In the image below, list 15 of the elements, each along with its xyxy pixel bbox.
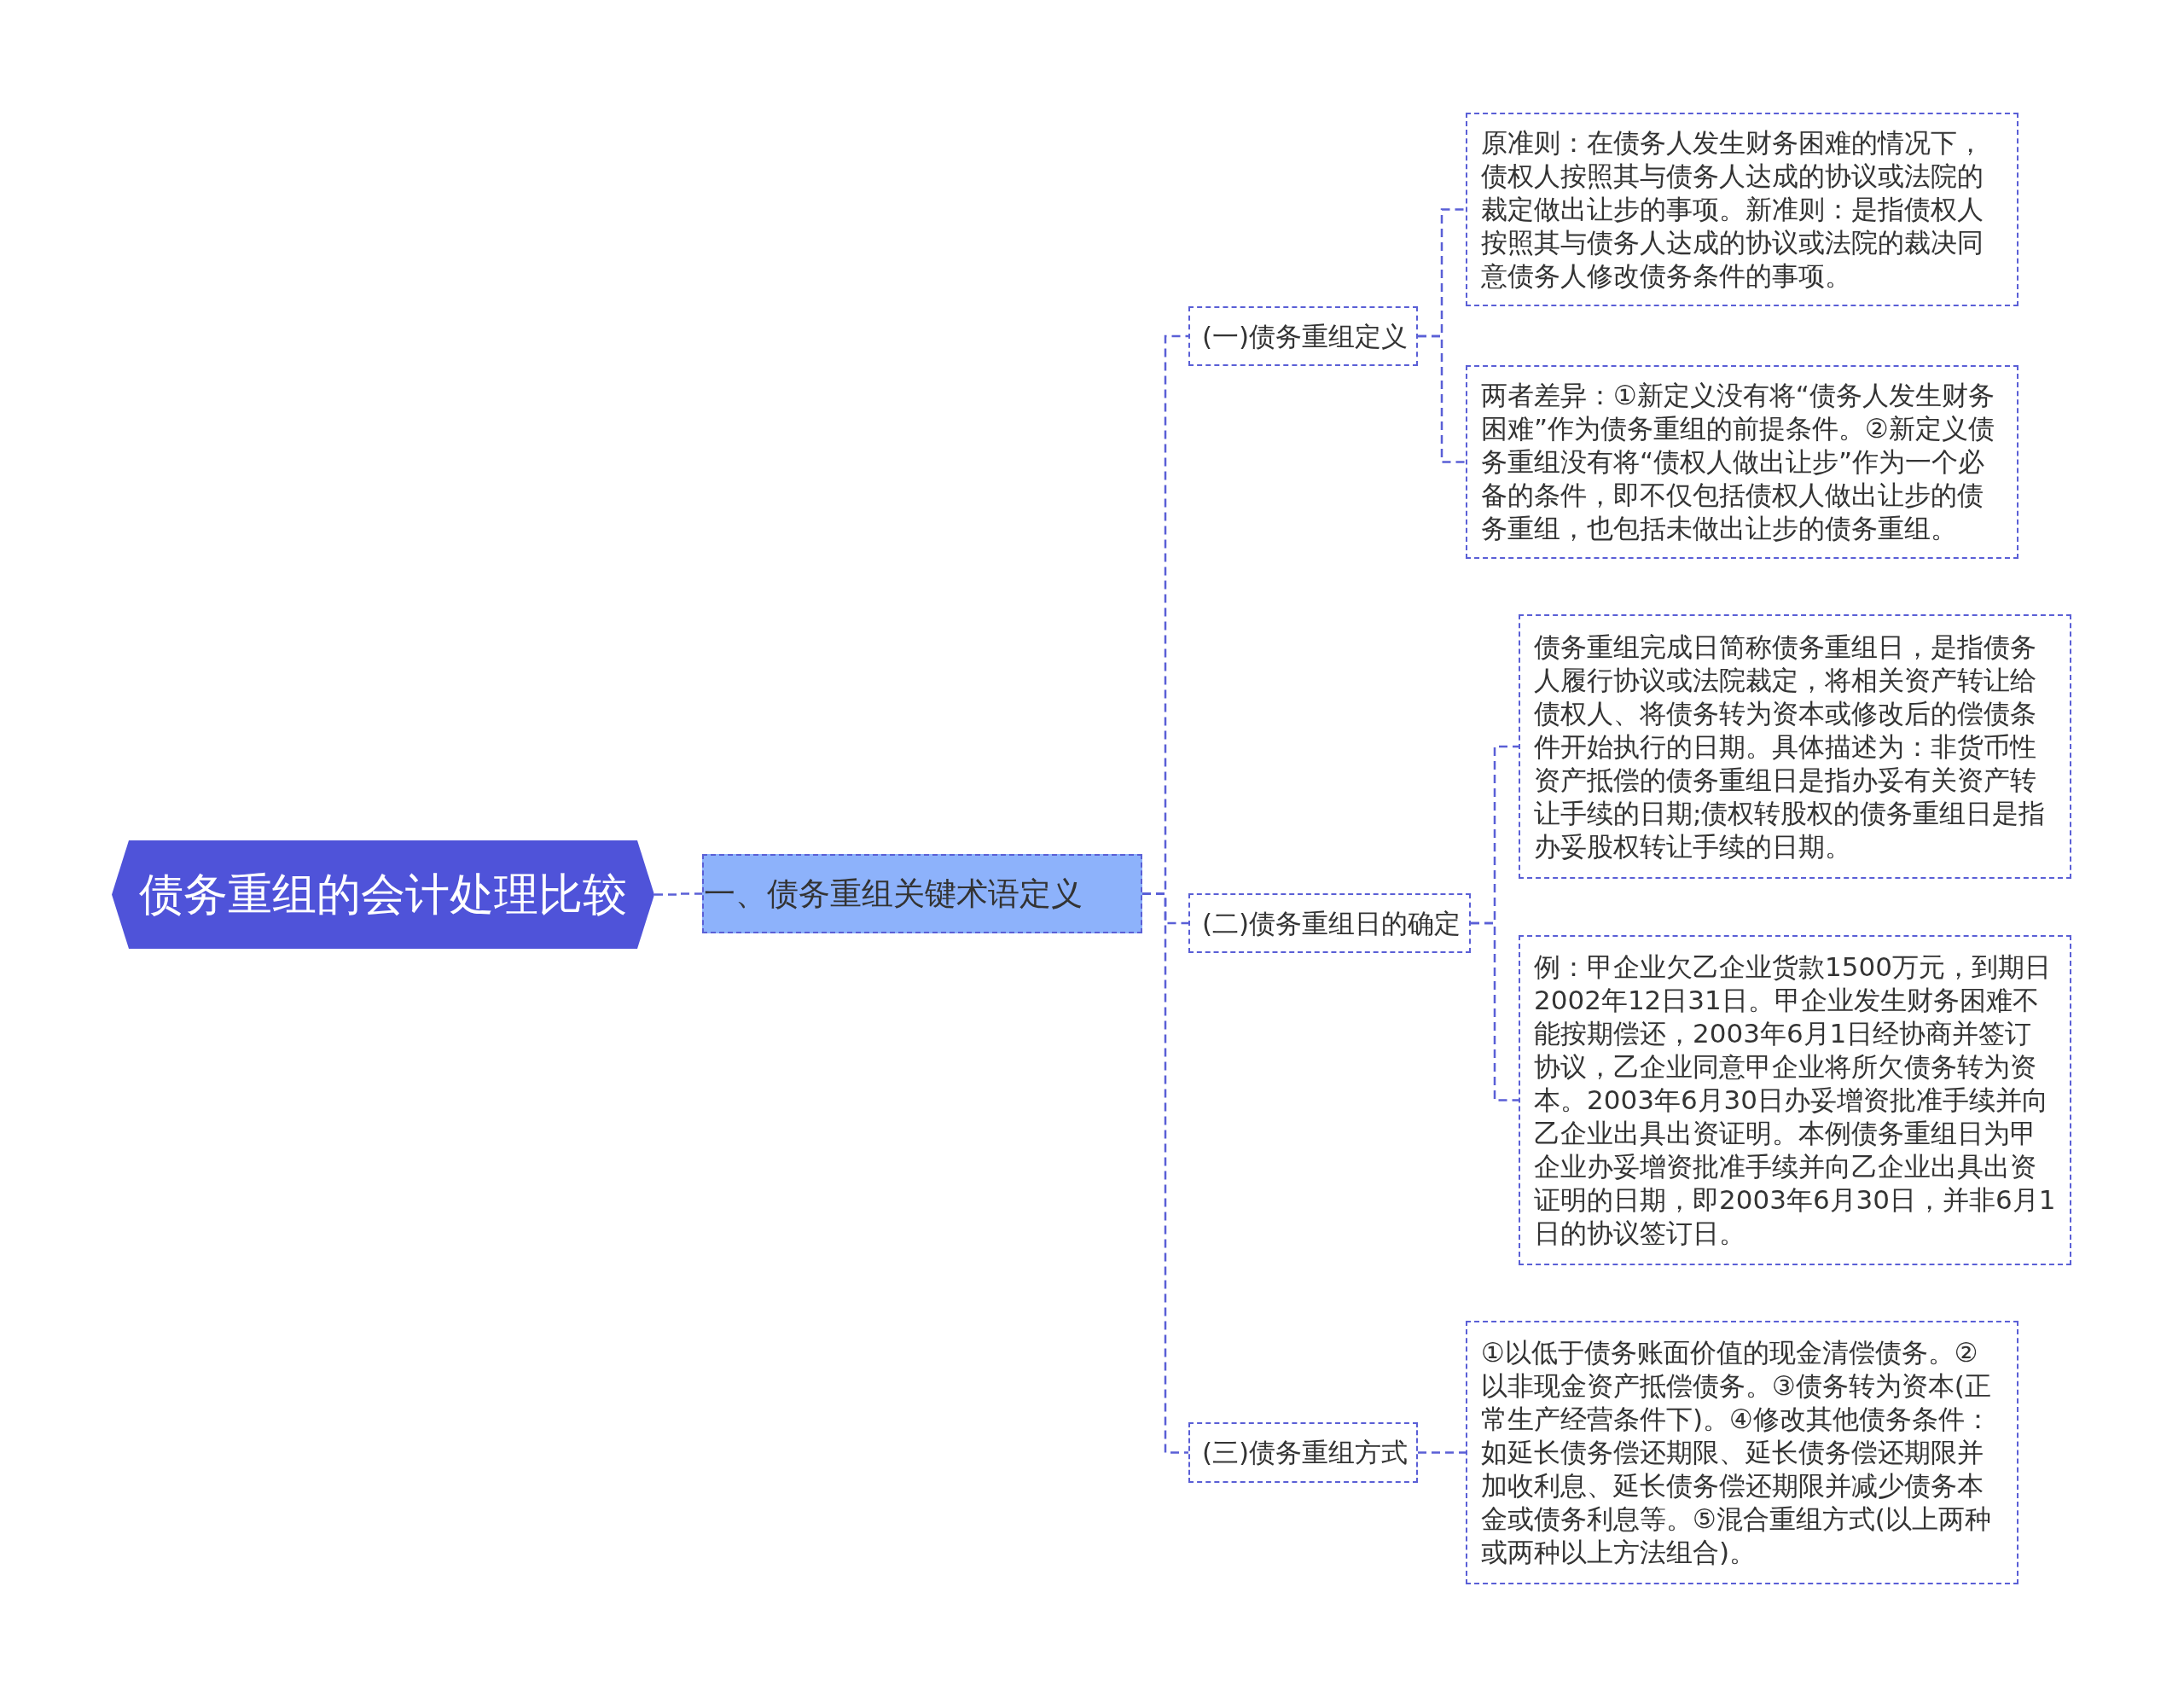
connector [1418,334,1466,463]
text-box: ①以低于债务账面价值的现金清偿债务。②以非现金资产抵偿债务。③债务转为资本(正常生产经营条件下)。④修改其他债务条件：如延长债务偿还期限、延长债务偿还期限并加收利息、延长债务偿还期限并减少债务本金或债务利息等。⑤混合重组方式(以上两种或两种以上方法组合)。 [1466,1321,2018,1584]
connector [654,892,702,896]
root-topic: 债务重组的会计处理比较 [112,840,654,949]
text-box: 原准则：在债务人发生财务困难的情况下，债权人按照其与债务人达成的协议或法院的裁定做出让步的事项。新准则：是指债权人按照其与债务人达成的协议或法院的裁决同意债务人修改债务条件的事项。 [1466,113,2018,306]
topic-box: 一、债务重组关键术语定义 [702,854,1142,933]
subtopic-box: (三)债务重组方式 [1188,1422,1418,1483]
text-box: 债务重组完成日简称债务重组日，是指债务人履行协议或法院裁定，将相关资产转让给债权人、将债务转为资本或修改后的偿债条件开始执行的日期。具体描述为：非货币性资产抵偿的债务重组日是指办妥有关资产转让手续的日期;债权转股权的债务重组日是指办妥股权转让手续的日期。 [1519,614,2071,879]
subtopic-box: (一)债务重组定义 [1188,306,1418,366]
connector [1418,1451,1466,1454]
text-box: 两者差异：①新定义没有将“债务人发生财务困难”作为债务重组的前提条件。②新定义债务重组没有将“债权人做出让步”作为一个必备的条件，即不仅包括债权人做出让步的债务重组，也包括未做出让步的债务重组。 [1466,365,2018,559]
text-box: 例：甲企业欠乙企业货款1500万元，到期日2002年12日31日。甲企业发生财务困难不能按期偿还，2003年6月1日经协商并签订协议，乙企业同意甲企业将所欠债务转为资本。2003年6月30日办妥增资批准手续并向乙企业出具出资证明。本例债务重组日为甲企业办妥增资批准手续并向乙企业出具出资证明的日期，即2003年6月30日，并非6月1日的协议签订日。 [1519,935,2071,1265]
connector [1142,892,1188,1454]
subtopic-box: (二)债务重组日的确定 [1188,893,1471,953]
connector [1471,921,1519,1101]
